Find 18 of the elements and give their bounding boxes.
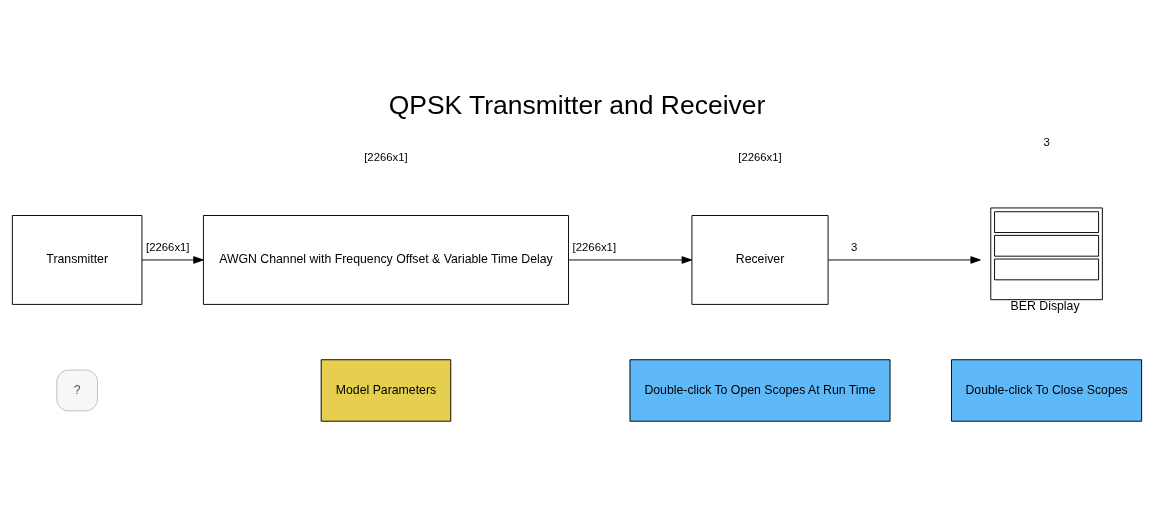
node-box: Double-click To Open Scopes At Run Time xyxy=(629,359,891,422)
edge-label: [2266x1] xyxy=(146,240,190,253)
node-box: ? xyxy=(56,369,98,412)
diagram-title: QPSK Transmitter and Receiver xyxy=(388,89,766,120)
node-box: Transmitter xyxy=(11,215,143,305)
arrow xyxy=(141,256,204,264)
edge-label: [2266x1] xyxy=(572,240,617,253)
node-label: BER Display xyxy=(1010,298,1080,313)
node-box: Model Parameters xyxy=(320,359,452,422)
node-box: Receiver xyxy=(691,215,829,305)
label: [2266x1] xyxy=(738,150,782,163)
label: 3 xyxy=(1043,135,1050,148)
node-box: AWGN Channel with Frequency Offset & Variable Time Delay xyxy=(202,215,569,305)
edge-label: 3 xyxy=(850,240,858,253)
arrow xyxy=(568,256,692,264)
node-box: Double-click To Close Scopes xyxy=(951,359,1143,422)
label: [2266x1] xyxy=(364,150,408,163)
arrow xyxy=(827,256,981,264)
